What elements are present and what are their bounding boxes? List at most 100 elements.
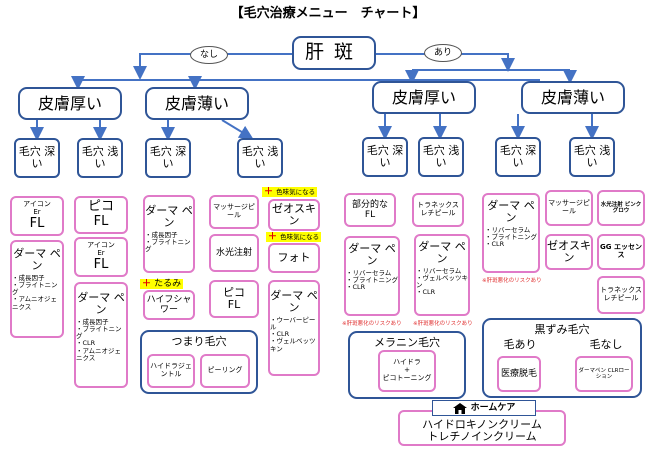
laser-name: アイコン	[23, 199, 51, 208]
gg-essence: GG エッセンス	[597, 234, 645, 270]
dermapen-7: ダーマ ペン ・リバーセラム ・ブライトニング ・CLR	[482, 193, 540, 273]
list-item: ・成長因子	[76, 317, 109, 326]
icon-er-fl-2: アイコン Er FL	[74, 237, 128, 277]
laser-name: アイコン	[87, 240, 115, 249]
icon-er-fl-1: アイコン Er FL	[10, 196, 64, 236]
chart-title: 【毛穴治療メニュー チャート】	[188, 5, 468, 23]
list-item: ・リバーセラム	[346, 268, 392, 277]
pore-shallow-3: 毛穴 浅い	[418, 137, 464, 177]
list-item: ・ブライトニング	[76, 324, 122, 341]
massage-peel-1: マッサージピール	[209, 195, 259, 229]
pore-deep-1: 毛穴 深い	[14, 138, 60, 178]
water-inject-1: 水光注射	[209, 234, 259, 272]
list-item: ・リバーセラム	[485, 225, 531, 234]
list-item: ・CLR	[485, 240, 505, 249]
list-item: ・CLR	[346, 283, 366, 292]
list-item: ・ウーバーピール	[270, 315, 316, 331]
list-item: ハイドラ	[393, 358, 421, 367]
dermapen-label: ダーマ ペン	[348, 242, 396, 268]
hair-no-label: 毛なし	[589, 337, 623, 351]
dermapen-5: ダーマ ペン ・リバーセラム ・ブライトニング ・CLR	[344, 236, 400, 316]
fl-label: FL	[93, 256, 109, 272]
note-color-highlight-1: ＋ 色味気になる	[262, 187, 318, 197]
list-item: ・ブライトニング	[346, 275, 398, 284]
fl-label: FL	[93, 214, 109, 229]
list-item: ・CLR	[76, 339, 96, 348]
list-item: +	[404, 366, 410, 375]
line-thin-shallow	[221, 119, 254, 140]
fl-label: FL	[29, 215, 45, 231]
home-care-header: ホームケア	[432, 400, 536, 416]
dermapen-label: ダーマ ペン	[418, 240, 466, 266]
laser-er: Er	[33, 207, 41, 216]
clogged-pore-label: つまり毛穴	[171, 335, 227, 348]
hair-yes-label: 毛あり	[503, 337, 537, 351]
dermapen-6: ダーマ ペン ・リバーセラム ・ヴェルベッツキン ・CLR	[414, 234, 470, 316]
pore-deep-4: 毛穴 深い	[495, 137, 541, 177]
pore-deep-3: 毛穴 深い	[362, 137, 408, 177]
fl-label: FL	[227, 298, 241, 311]
list-item: ピコトーニング	[382, 373, 432, 382]
dermapen-1: ダーマ ペン ・成長因子 ・ブライトニング ・アムニオジェニクス	[10, 240, 64, 338]
list-item: ・アムニオジェニクス	[76, 346, 122, 362]
hifu-shower: ハイフシャワー	[143, 290, 195, 320]
tranex-peel-1: トラネックスレチピール	[412, 193, 464, 227]
zeo-skin-1: ゼオスキン	[268, 199, 320, 231]
line-root-left	[133, 53, 292, 80]
list-item: ・CLR	[416, 288, 436, 297]
root-liver-spot: 肝斑	[292, 36, 376, 70]
risk-note-2: ※肝斑悪化のリスクあり	[413, 321, 473, 327]
branch-none-label: なし	[190, 46, 228, 64]
note-color-highlight-2: ＋ 色味気になる	[266, 232, 322, 242]
dermapen-3-list: ・成長因子 ・ブライトニング	[145, 230, 193, 254]
water-inject-pink: 水光注射 ピンクグロウ	[597, 190, 645, 226]
dark-pore-label: 黒ずみ毛穴	[534, 323, 590, 336]
medical-hair-removal: 医療脱毛	[497, 356, 541, 392]
dermapen-label: ダーマ ペン	[77, 291, 125, 317]
massage-peel-2: マッサージピール	[545, 190, 593, 226]
pore-deep-2: 毛穴 深い	[145, 138, 191, 178]
partial-fl: 部分的な FL	[344, 193, 396, 227]
list-item: ・アムニオジェニクス	[12, 295, 58, 311]
note-sag-text: たるみ	[154, 279, 182, 289]
dermapen-4: ダーマ ペン ・ウーバーピール ・CLR ・ヴェルベッツキン	[268, 280, 320, 376]
peeling: ピーリング	[200, 354, 250, 388]
photo-1: フォト	[268, 243, 320, 273]
home-care-box: ハイドロキノンクリーム トレチノインクリーム	[398, 410, 566, 446]
list-item: ・ブライトニング	[485, 232, 537, 241]
list-item: ・ブライトニング	[145, 237, 191, 254]
dermapen-5-list: ・リバーセラム ・ブライトニング ・CLR	[346, 268, 398, 292]
skin-thin-left: 皮膚薄い	[145, 87, 249, 120]
dermapen-6-list: ・リバーセラム ・ヴェルベッツキン ・CLR	[416, 267, 468, 297]
melanin-pore-label: メラニン毛穴	[374, 336, 440, 349]
zeo-skin-2: ゼオスキン	[545, 234, 593, 270]
dermapen-7-list: ・リバーセラム ・ブライトニング ・CLR	[485, 225, 537, 249]
home-care-label: ホームケア	[470, 402, 516, 413]
list-item: ・ヴェルベッツキン	[270, 337, 316, 353]
list-item: ・成長因子	[145, 230, 178, 239]
dermapen-label: ダーマ ペン	[13, 247, 61, 273]
pore-shallow-1: 毛穴 浅い	[77, 138, 123, 178]
list-item: ・ヴェルベッツキン	[416, 273, 468, 290]
partial-fl-label: 部分的な FL	[351, 199, 388, 220]
home-item: トレチノインクリーム	[427, 430, 537, 443]
skin-thick-right: 皮膚厚い	[372, 81, 476, 114]
dermapen-label: ダーマ ペン	[270, 289, 318, 315]
pore-shallow-4: 毛穴 浅い	[569, 137, 615, 177]
pico-label: ピコ	[87, 199, 114, 215]
dermapen-label: ダーマ ペン	[145, 204, 193, 230]
dermapen-2-list: ・成長因子 ・ブライトニング ・CLR ・アムニオジェニクス	[76, 317, 126, 363]
pico-fl-2: ピコ FL	[209, 280, 259, 318]
note-sag-highlight: ＋ たるみ	[140, 279, 184, 289]
dermapen-3: ダーマ ペン ・成長因子 ・ブライトニング	[143, 195, 195, 273]
list-item: ・ブライトニング	[12, 280, 58, 297]
pore-shallow-2: 毛穴 浅い	[237, 138, 283, 178]
dermapen-label: ダーマ ペン	[487, 199, 535, 225]
pico-fl-1: ピコ FL	[74, 196, 128, 234]
tranex-peel-2: トラネックスレチピール	[597, 276, 645, 314]
hydra-gentle: ハイドラジェントル	[147, 354, 195, 388]
home-item: ハイドロキノンクリーム	[422, 417, 542, 431]
list-item: ・CLR	[270, 330, 290, 339]
